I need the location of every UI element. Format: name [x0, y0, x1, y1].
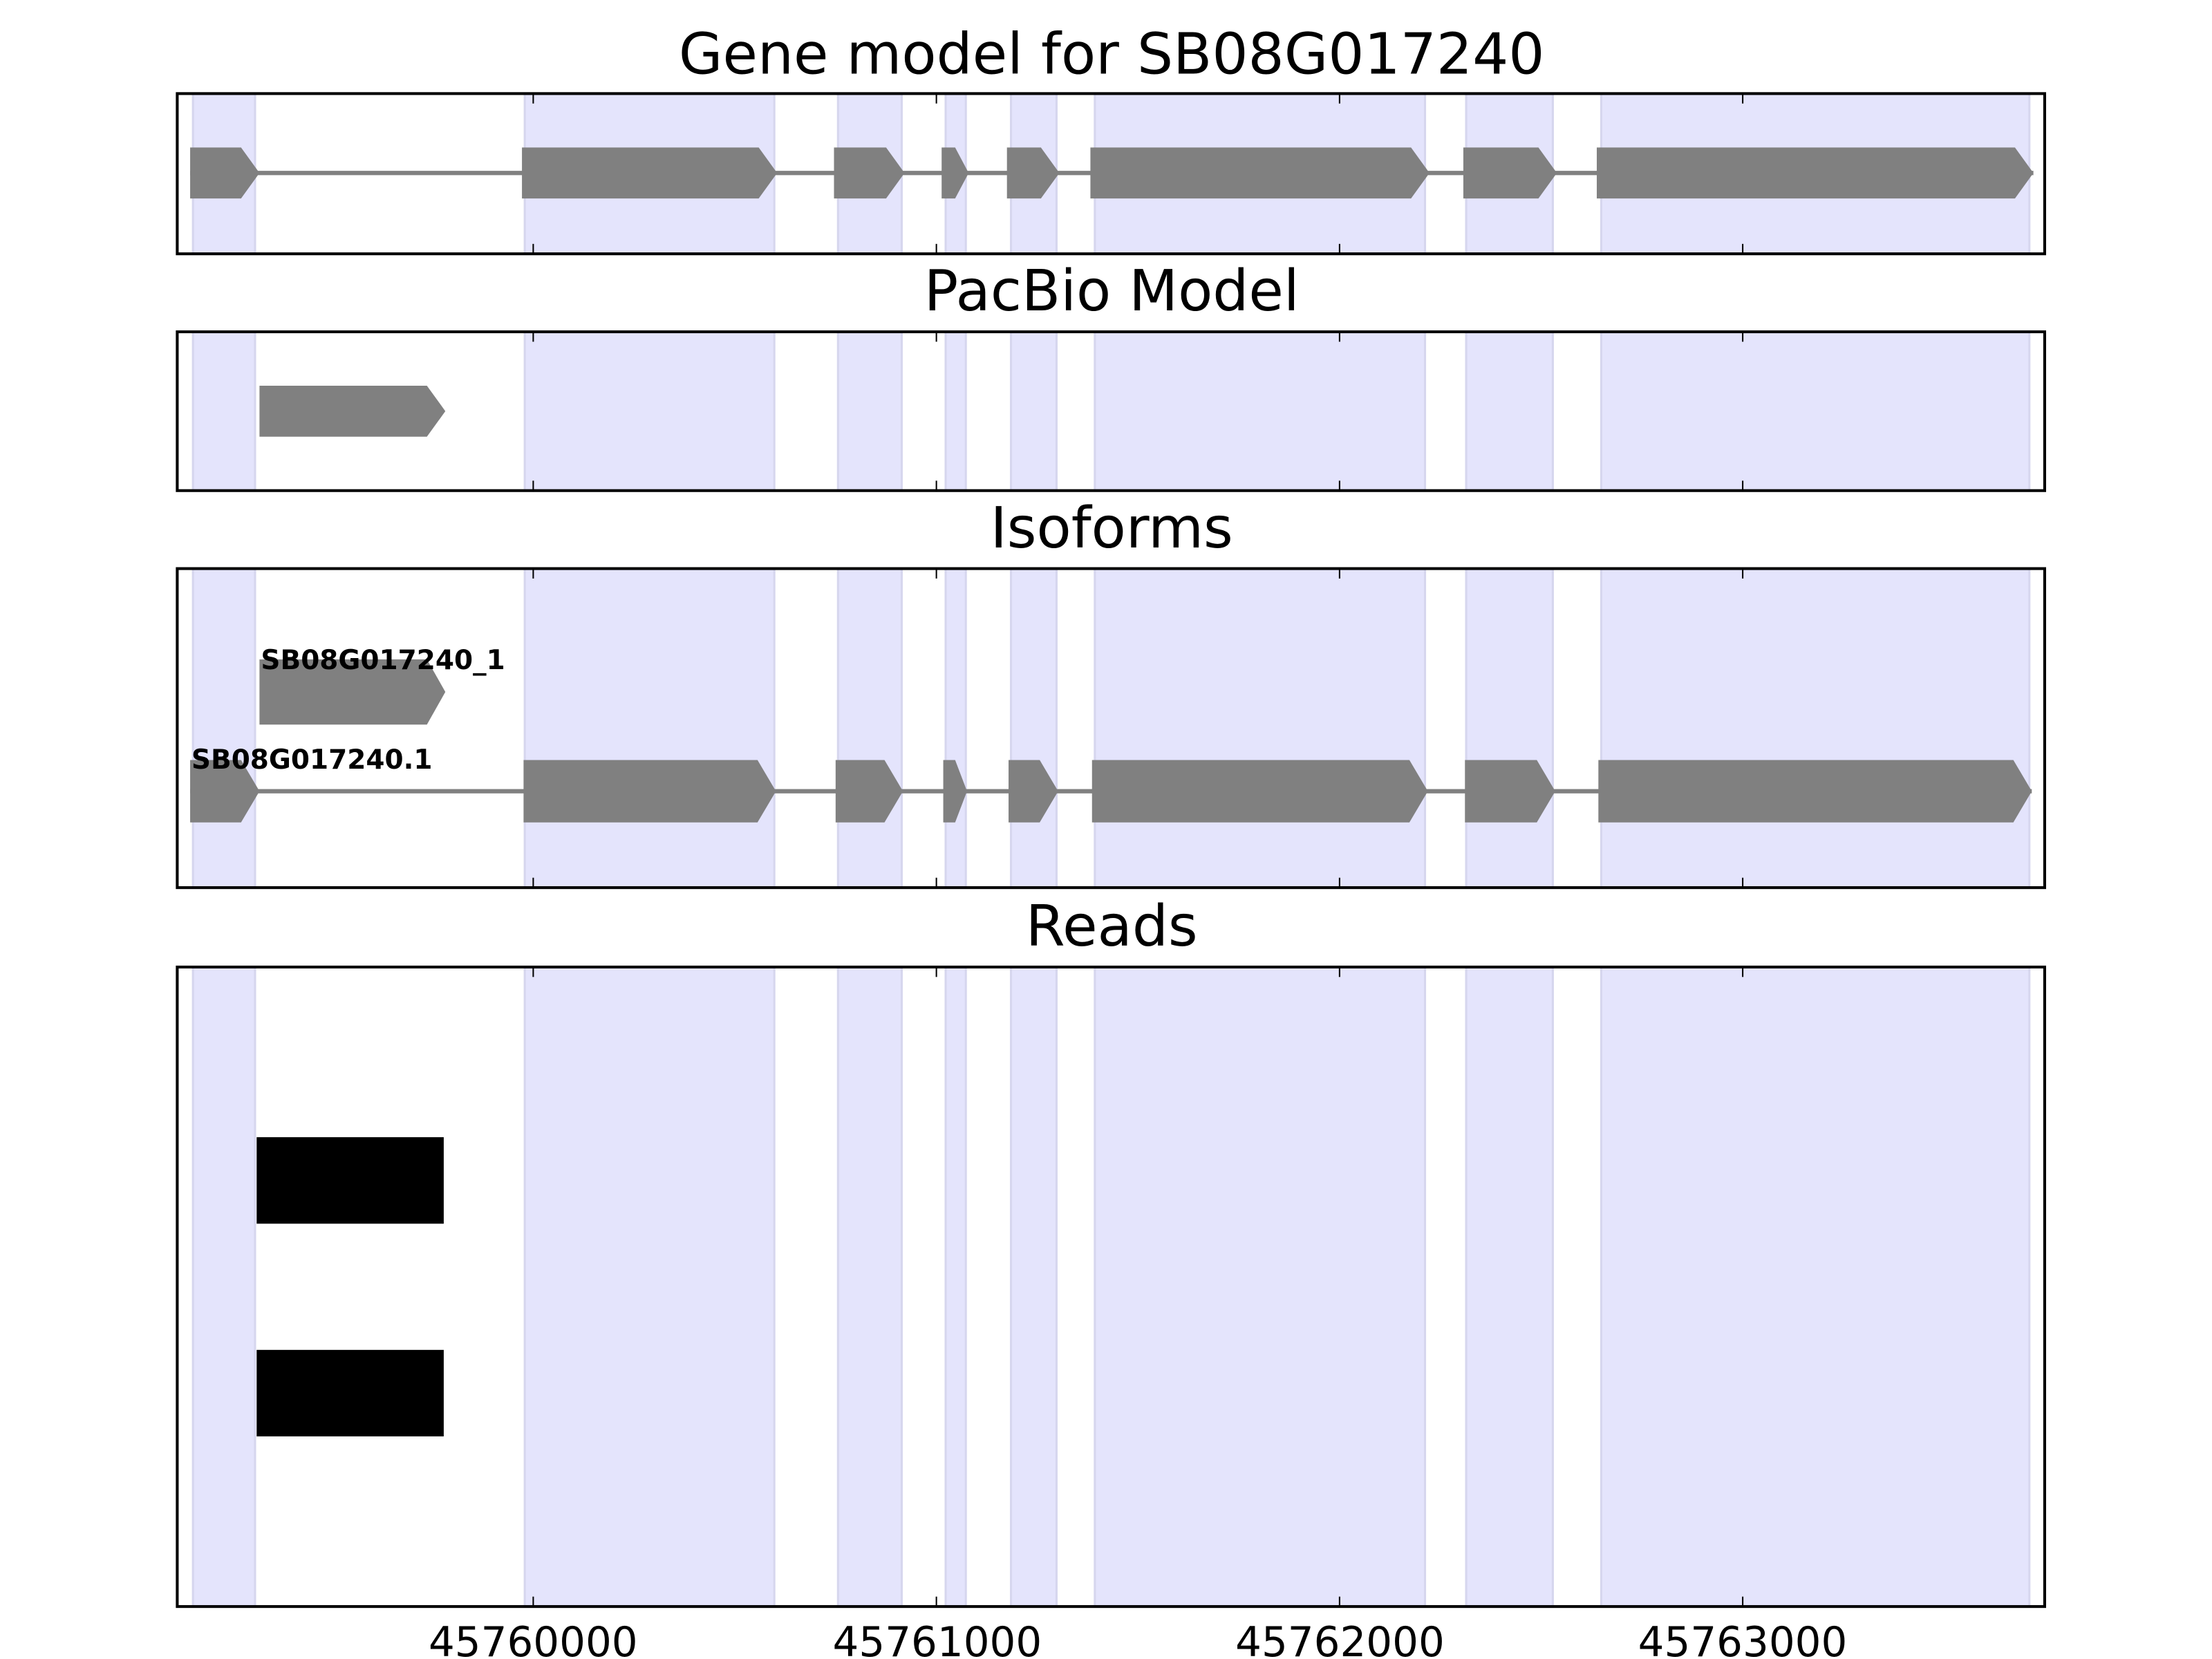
exon-shade-region [523, 966, 776, 1608]
x-tick-label: 45760000 [429, 1619, 638, 1659]
read-bar [256, 1137, 444, 1224]
exon-shade-region [191, 966, 256, 1608]
exon-shade-region [1465, 568, 1554, 889]
gene-exon [834, 147, 905, 199]
exon-shade-region [1094, 568, 1427, 889]
exon-shade-region [1465, 966, 1554, 1608]
x-tick-label: 45763000 [1638, 1619, 1848, 1659]
exon-shade-region [836, 330, 903, 492]
exon-shade-region [944, 966, 967, 1608]
exon-shade-region [1600, 568, 2031, 889]
exon-shade-region [1465, 330, 1554, 492]
gene-exon [1090, 147, 1430, 199]
panel-title-gene-model: Gene model for SB08G017240 [679, 22, 1545, 88]
panel-frame [176, 965, 2046, 1609]
exon-shade-region [1009, 568, 1058, 889]
exon-shade-region [836, 966, 903, 1608]
gene-exon [1596, 147, 2034, 199]
pacbio-exon [259, 385, 446, 437]
exon-shade-region [191, 330, 256, 492]
isoform-label-1: SB08G017240_1 [261, 645, 505, 676]
exon-shade-region [1600, 966, 2031, 1608]
exon-shade-region [191, 568, 256, 889]
isoform-exon [943, 760, 967, 823]
exon-shade-region [944, 330, 967, 492]
panel-frame [176, 92, 2046, 256]
x-tick-label: 45761000 [833, 1619, 1042, 1659]
panel-title-reads: Reads [1026, 894, 1198, 959]
exon-shade-region [1009, 966, 1058, 1608]
isoform-exon [523, 760, 776, 823]
isoform-exon [1091, 760, 1428, 823]
x-tick-label: 45762000 [1235, 1619, 1445, 1659]
exon-shade-region [1009, 330, 1058, 492]
exon-shade-region [944, 568, 967, 889]
isoform-label-2: SB08G017240.1 [191, 744, 433, 776]
isoform-exon [190, 760, 260, 823]
isoform-exon [259, 659, 446, 725]
exon-shade-region [523, 568, 776, 889]
isoform-exon [1598, 760, 2032, 823]
gene-exon [190, 147, 260, 199]
exon-shade-region [523, 330, 776, 492]
gene-exon [1463, 147, 1557, 199]
gene-exon [1006, 147, 1060, 199]
exon-shade-region [1094, 966, 1427, 1608]
panel-frame [176, 330, 2046, 492]
exon-shade-region [1094, 330, 1427, 492]
exon-shade-region [836, 568, 903, 889]
panel-title-isoforms: Isoforms [991, 496, 1233, 561]
read-bar [256, 1349, 444, 1436]
exon-shade-region [1600, 330, 2031, 492]
isoform-exon [1009, 760, 1058, 823]
gene-exon [522, 147, 778, 199]
isoform-exon [1465, 760, 1555, 823]
panel-frame [176, 567, 2046, 890]
isoform-exon [835, 760, 903, 823]
panel-title-pacbio: PacBio Model [924, 259, 1300, 324]
